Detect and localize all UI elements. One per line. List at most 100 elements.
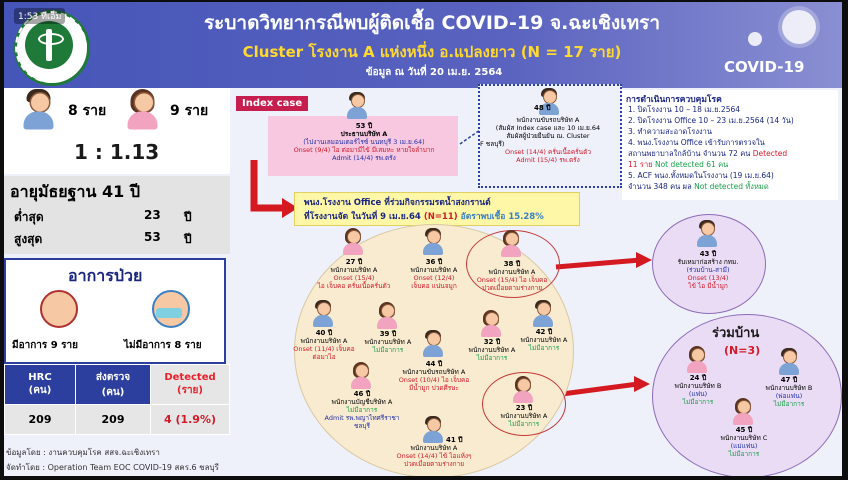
- header-banner: 1:53 ทีเอ็ม ระบาดวิทยากรณีพบผู้ติดเชื้อ …: [4, 2, 842, 88]
- household-n: (N=3): [724, 344, 761, 357]
- symptom-title: อาการป่วย: [68, 266, 143, 285]
- household-45-sym: ไม่มีอาการ: [728, 450, 760, 458]
- case2-admit: Admit (15/4) รพ.ตรัง: [516, 156, 580, 164]
- case-27-text: 27 ปี พนักงานบริษัท A Onset (15/4) ไอ เจ…: [308, 258, 400, 290]
- live-indicator: 1:53 ทีเอ็ม: [14, 8, 66, 24]
- index-case-occ: ประธานบริษัท A: [340, 130, 388, 138]
- index-case-box: [268, 116, 458, 176]
- index-case-label: Index case: [236, 96, 309, 111]
- max-age-label: สูงสุด: [14, 232, 43, 246]
- measure-5: 5. ACF พนง.ทั้งหมดในโรงงาน (19 เม.ย.64): [628, 171, 774, 180]
- case2-age: 48 ปี: [534, 104, 551, 112]
- logo-ring: [15, 11, 87, 83]
- case43-age: 43 ปี: [699, 250, 717, 258]
- measure-4b: สถานพยาบาลใกล้บ้าน จำนวน 72 คน Detected: [628, 148, 787, 160]
- household-circle: [652, 314, 842, 476]
- measure-4b-text: สถานพยาบาลใกล้บ้าน จำนวน 72 คน: [628, 149, 751, 158]
- case-38-sym2: ปวดเมื่อยตามร่างกาย: [481, 284, 543, 292]
- case-27-occ: พนักงานบริษัท A: [330, 266, 378, 274]
- case2-detail3: F ชลบุรี): [480, 140, 505, 148]
- case-32-sym: ไม่มีอาการ: [476, 354, 508, 362]
- cluster-to-household-arrow: [561, 381, 639, 397]
- case-36-sym: Onset (12/4): [413, 274, 455, 282]
- office-rate: อัตราพบเชื้อ 15.28%: [460, 212, 544, 222]
- case-41-occ: พนักงานบริษัท A: [410, 444, 458, 452]
- case-23-text: 23 ปี พนักงานบริษัท A ไม่มีอาการ: [478, 404, 570, 428]
- case-40-sym2: ต่อมาไอ: [312, 353, 336, 361]
- female-count: 9 ราย: [170, 103, 209, 119]
- female-avatar-icon: [126, 89, 159, 131]
- office-line2-text: ที่โรงงานจัด ในวันที่ 9 เม.ย.64: [304, 212, 421, 222]
- case-44-sym: Onset (10/4) ไอ เจ็บคอ: [398, 376, 470, 384]
- min-age-value: 23: [144, 208, 161, 222]
- household-47-avatar-icon: [778, 348, 800, 376]
- median-age: อายุมัธยฐาน 41 ปี: [10, 182, 140, 201]
- case-27-age: 27 ปี: [345, 258, 363, 266]
- measure-3: 3. ทำความสะอาดโรงงาน: [628, 127, 712, 136]
- moph-logo: [14, 10, 90, 86]
- case-38-avatar-icon: [500, 230, 522, 258]
- case-23-avatar-icon: [512, 376, 534, 404]
- index-to-office-arrow: [250, 160, 282, 212]
- measure-5b: จำนวน 348 คน ผล Not detected ทั้งหมด: [628, 181, 769, 193]
- hrc-table-panel: HRC (คน) ส่งตรวจ (คน) Detected (ราย) 209…: [4, 364, 230, 440]
- hrc-value-0: 209: [4, 404, 76, 435]
- connector-lines: [250, 129, 652, 397]
- case-27-sym2: ไอ เจ็บคอ ครั่นเนื้อครั่นตัว: [317, 282, 391, 290]
- min-age-unit: ปี: [184, 210, 192, 224]
- case-41-age: 41 ปี: [446, 436, 463, 444]
- case-32-age: 32 ปี: [483, 338, 501, 346]
- case43-rel: (ร่วมบ้าน-สามี): [686, 266, 730, 274]
- case-46-occ: พนักงานบัญชีบริษัท A: [331, 398, 393, 406]
- case-44-avatar-icon: [422, 330, 444, 358]
- cluster-subtitle: Cluster โรงงาน A แห่งหนึ่ง อ.แปลงยาว (N …: [242, 43, 622, 61]
- cluster-to-43-arrow: [555, 257, 641, 270]
- case-36-avatar-icon: [422, 228, 444, 256]
- hrc-header-1: ส่งตรวจ (คน): [75, 364, 151, 405]
- case2-avatar-icon: [538, 88, 560, 116]
- page-title: ระบาดวิทยากรณีพบผู้ติดเชื้อ COVID-19 จ.ฉ…: [203, 12, 661, 34]
- case-39-age: 39 ปี: [379, 330, 397, 338]
- household-45-text: 45 ปี พนักงานบริษัท C (แม่แฟน) ไม่มีอากา…: [700, 426, 788, 458]
- case-38-text: 38 ปี พนักงานบริษัท A Onset (15/4) ไอ เจ…: [466, 260, 558, 292]
- household-24-occ: พนักงานบริษัท B: [674, 382, 722, 390]
- case-40-text: 40 ปี พนักงานบริษัท A Onset (11/4) เจ็บค…: [278, 329, 370, 361]
- sick-person-icon: [40, 290, 78, 328]
- case-46-admit: Admit รพ.พญาไทศรีราชา: [324, 414, 400, 422]
- case-36-text: 36 ปี พนักงานบริษัท A Onset (12/4) เจ็บค…: [388, 258, 480, 290]
- index-case-avatar-icon: [346, 92, 368, 120]
- case-27-sym: Onset (15/4): [333, 274, 375, 282]
- household-title: ร่วมบ้าน: [712, 326, 760, 341]
- case43-text: 43 ปี รับเหมาก่อสร้าง กทม. (ร่วมบ้าน-สาม…: [662, 250, 754, 290]
- household-47-occ: พนักงานบริษัท B: [765, 384, 813, 392]
- case2-occ: พนักงานขับรถบริษัท A: [516, 116, 580, 124]
- max-age-unit: ปี: [184, 232, 192, 246]
- case-32-avatar-icon: [480, 310, 502, 338]
- case43-avatar-icon: [696, 220, 718, 248]
- cluster-to-household-arrowhead: [634, 376, 650, 392]
- footer-credit-2: จัดทำโดย : Operation Team EOC COVID-19 ส…: [6, 463, 219, 472]
- infographic-slide: 1:53 ทีเอ็ม ระบาดวิทยากรณีพบผู้ติดเชื้อ …: [4, 2, 842, 476]
- case-39-occ: พนักงานบริษัท A: [364, 338, 412, 346]
- hrc-value-2: 4 (1.9%): [150, 404, 230, 435]
- case-42-occ: พนักงานบริษัท A: [520, 336, 568, 344]
- case-39-sym: ไม่มีอาการ: [372, 346, 404, 354]
- case-40-age: 40 ปี: [315, 329, 333, 337]
- case2-detail2: สัมผัสผู้ป่วยยืนยัน ณ. Cluster: [506, 132, 590, 140]
- hrc-table: HRC (คน) ส่งตรวจ (คน) Detected (ราย) 209…: [4, 364, 230, 435]
- case-41-sym2: ปวดเมื่อยตามร่างกาย: [403, 460, 465, 468]
- measure-4: 4. พนง.โรงงาน Office เข้ารับการตรวจใน: [628, 138, 765, 147]
- household-47-sym: ไม่มีอาการ: [773, 400, 805, 408]
- case-23-sym: ไม่มีอาการ: [508, 420, 540, 428]
- measures-title: การดำเนินการควบคุมโรค: [626, 95, 722, 105]
- case-41-avatar-icon: [422, 416, 444, 444]
- index-case-detail: (ไปงานเลมอนเตอร์ไรซ์ นนทบุรี 3 เม.ย.64): [303, 138, 425, 146]
- footer-credit-1: ข้อมูลโดย : งานควบคุมโรค สสจ.ฉะเชิงเทรา: [6, 448, 160, 457]
- case-36-occ: พนักงานบริษัท A: [410, 266, 458, 274]
- case-32-occ: พนักงานบริษัท A: [468, 346, 516, 354]
- case-46-text: 46 ปี พนักงานบัญชีบริษัท A ไม่มีอาการ Ad…: [316, 390, 408, 430]
- case-32-text: 32 ปี พนักงานบริษัท A ไม่มีอาการ: [446, 338, 538, 362]
- case-42-sym: ไม่มีอาการ: [528, 344, 560, 352]
- index-case-text: 53 ปี ประธานบริษัท A (ไปงานเลมอนเตอร์ไรซ…: [272, 122, 456, 162]
- case-23-age: 23 ปี: [515, 404, 533, 412]
